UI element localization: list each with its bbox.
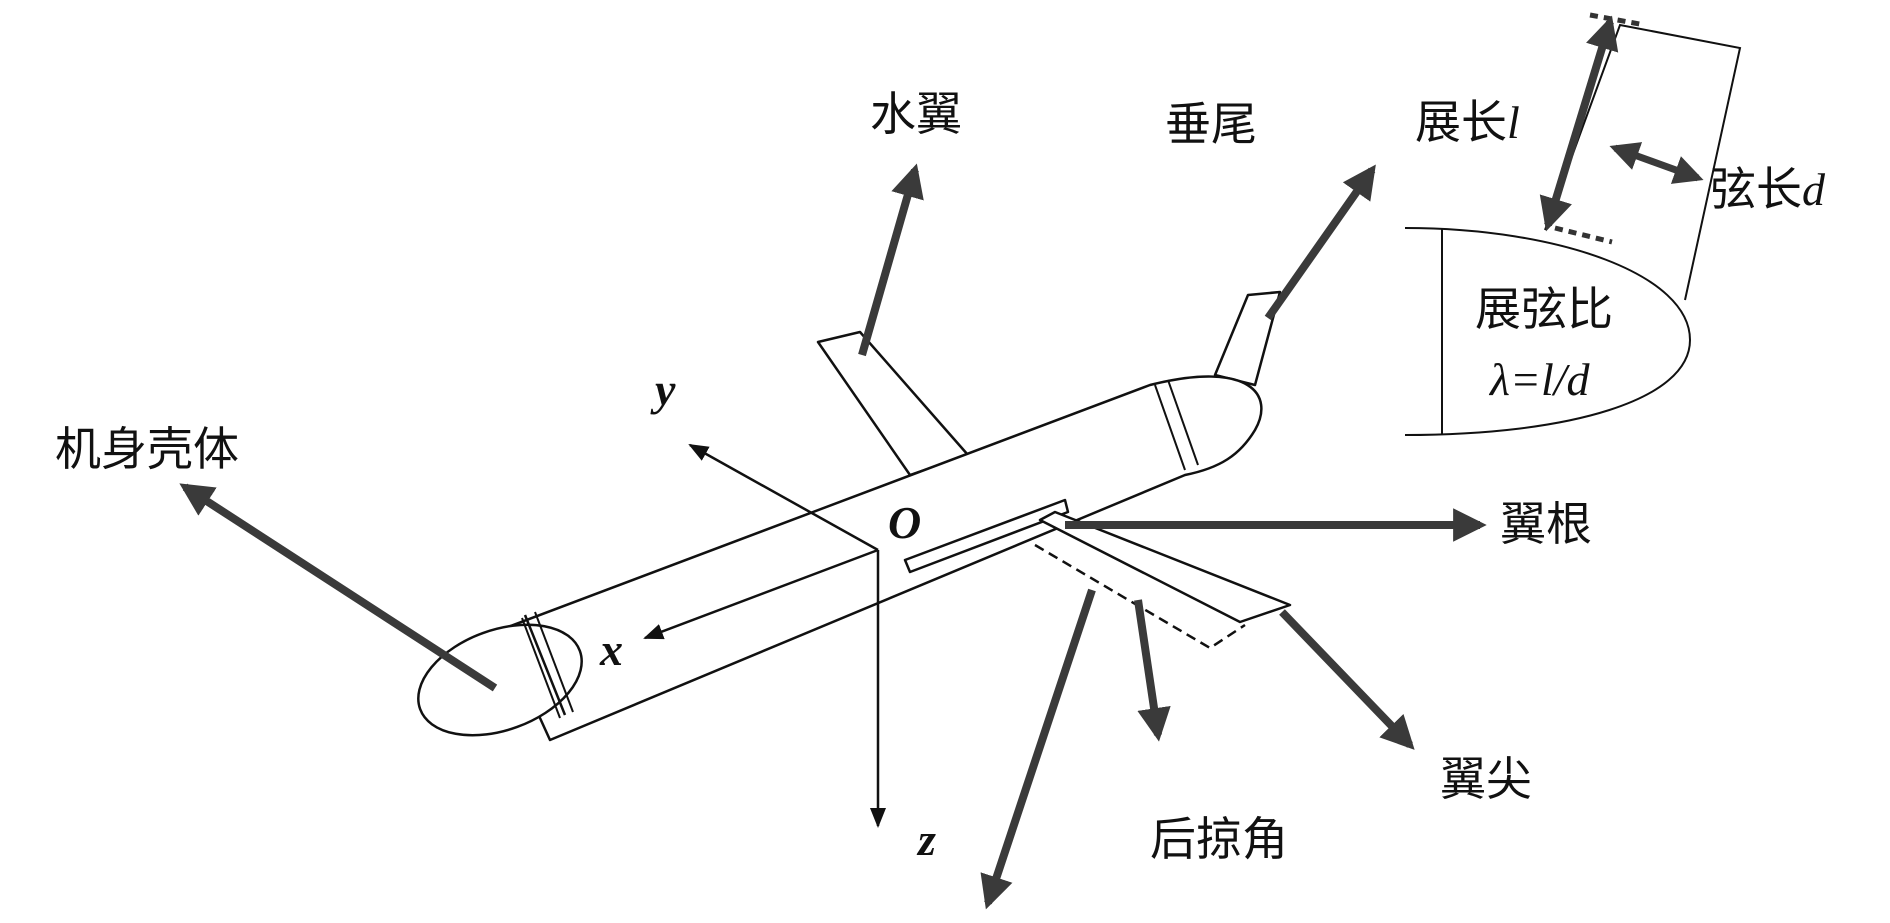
chord-text: 弦长 [1710, 162, 1802, 216]
fuselage-shell-label: 机身壳体 [55, 422, 239, 476]
sweep-angle-arrow-2 [980, 588, 1096, 910]
coordinate-axes [643, 443, 886, 828]
sweep-angle-label: 后掠角 [1150, 812, 1288, 866]
span-arrow [1539, 15, 1619, 232]
far-wing [816, 330, 970, 477]
chord-symbol: d [1802, 164, 1826, 215]
wing-root-label: 翼根 [1500, 497, 1592, 551]
wing-tip-label: 翼尖 [1440, 752, 1532, 806]
y-axis [688, 443, 879, 552]
sweep-reference-dashes [1034, 543, 1246, 650]
vertical-tail-arrow [1264, 164, 1376, 321]
span-dash-top [1589, 12, 1646, 28]
span-symbol: l [1507, 97, 1520, 148]
vertical-tail-fin [1213, 290, 1282, 387]
sweep-angle-arrow-1 [1134, 599, 1171, 742]
aspect-ratio-formula: λ=l/d [1488, 354, 1591, 405]
origin-label: O [888, 497, 921, 548]
fuselage [417, 375, 1263, 742]
z-axis-label: z [916, 814, 936, 865]
vertical-tail-label: 垂尾 [1165, 97, 1257, 151]
span-dash-bottom [1554, 225, 1613, 245]
tail-band-1 [1154, 384, 1186, 471]
wing-tip-arrow [1279, 609, 1415, 750]
x-axis-label: x [599, 624, 623, 675]
fuselage-shell-arrow [179, 483, 498, 692]
horizontal-wing-arrow [858, 163, 924, 357]
wing-root-slot [903, 498, 1070, 574]
y-axis-label: y [650, 364, 676, 415]
tail-band-2 [1167, 379, 1199, 466]
chord-arrow [1609, 142, 1704, 184]
horizontal-wing-label: 水翼 [870, 87, 962, 141]
aspect-ratio-label: 展弦比 [1475, 282, 1613, 336]
fuselage-body [498, 375, 1263, 742]
span-label: 展长l [1415, 95, 1520, 149]
near-wing [1038, 510, 1292, 624]
chord-label: 弦长d [1710, 162, 1826, 216]
nose-band-1 [521, 617, 561, 719]
span-text: 展长 [1415, 95, 1507, 149]
leader-arrows [179, 163, 1487, 910]
x-axis [643, 548, 879, 640]
wing-section-outline [1404, 227, 1692, 436]
aspect-ratio-inset [1404, 12, 1742, 436]
nose-cover [523, 614, 567, 716]
nose-band-2 [534, 611, 574, 713]
